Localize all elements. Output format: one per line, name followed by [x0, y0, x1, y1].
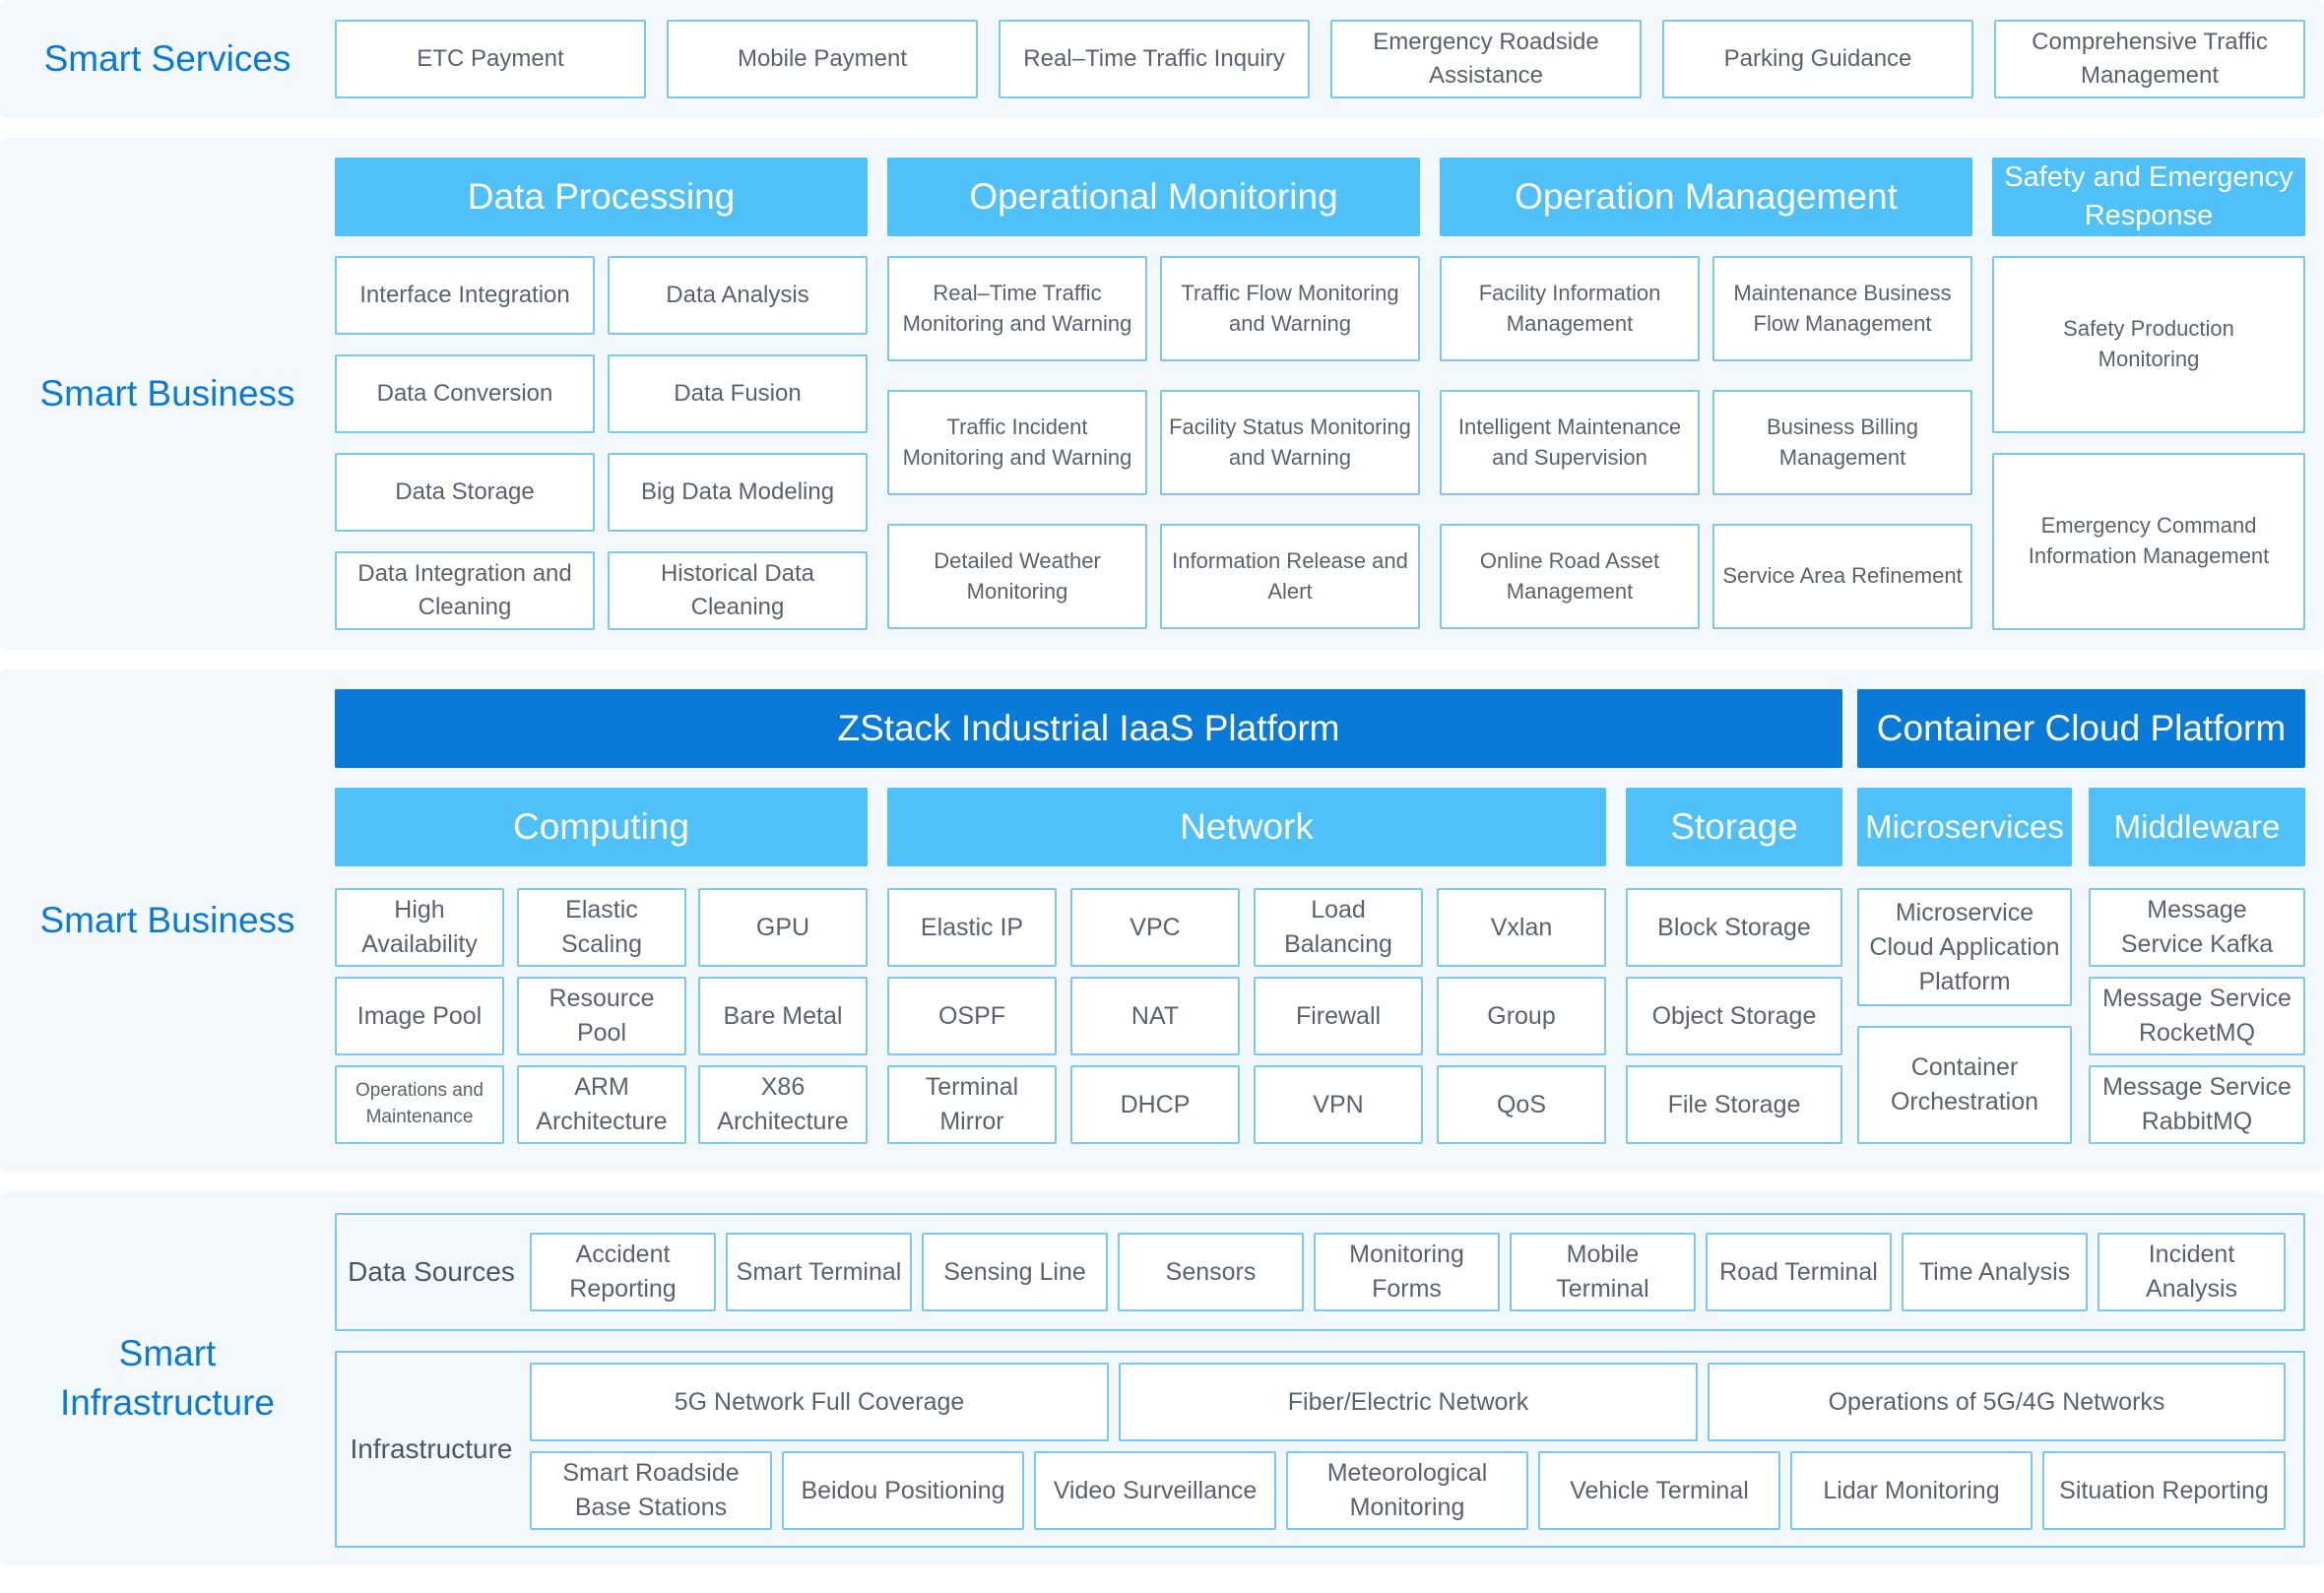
- network-item: Vxlan: [1437, 888, 1606, 967]
- data-processing-item: Interface Integration: [335, 256, 595, 335]
- smart-infrastructure-label: Smart Infrastructure: [60, 1333, 275, 1423]
- network-item: VPN: [1254, 1065, 1423, 1144]
- data-source-item: Smart Terminal: [726, 1233, 912, 1311]
- computing-item: High Availability: [335, 888, 504, 967]
- infrastructure-item: Smart Roadside Base Stations: [530, 1451, 772, 1530]
- computing-item: Resource Pool: [517, 977, 686, 1055]
- operational-monitoring-item: Traffic Flow Monitoring and Warning: [1160, 256, 1420, 361]
- data-source-item: Incident Analysis: [2098, 1233, 2286, 1311]
- computing-item: GPU: [698, 888, 868, 967]
- storage-item: File Storage: [1626, 1065, 1842, 1144]
- network-item: QoS: [1437, 1065, 1606, 1144]
- operational-monitoring-item: Detailed Weather Monitoring: [887, 524, 1147, 629]
- computing-item: ARM Architecture: [517, 1065, 686, 1144]
- microservices-header: Microservices: [1857, 788, 2072, 866]
- infrastructure-item: Meteorological Monitoring: [1286, 1451, 1528, 1530]
- infrastructure-item: Video Surveillance: [1034, 1451, 1276, 1530]
- computing-item: X86 Architecture: [698, 1065, 868, 1144]
- operation-management-header: Operation Management: [1440, 158, 1972, 236]
- storage-header: Storage: [1626, 788, 1842, 866]
- service-box: ETC Payment: [335, 20, 646, 98]
- network-item: Firewall: [1254, 977, 1423, 1055]
- smart-services-label: Smart Services: [43, 38, 291, 80]
- operation-management-item: Service Area Refinement: [1712, 524, 1972, 629]
- data-processing-item: Data Analysis: [608, 256, 868, 335]
- computing-header: Computing: [335, 788, 868, 866]
- operation-management-item: Online Road Asset Management: [1440, 524, 1700, 629]
- safety-emergency-header: Safety and Emergency Response: [1992, 158, 2305, 236]
- data-processing-item: Historical Data Cleaning: [608, 551, 868, 630]
- service-box: Comprehensive Traffic Management: [1994, 20, 2305, 98]
- data-source-item: Monitoring Forms: [1314, 1233, 1500, 1311]
- service-box: Mobile Payment: [667, 20, 978, 98]
- operational-monitoring-item: Facility Status Monitoring and Warning: [1160, 390, 1420, 495]
- network-item: NAT: [1070, 977, 1240, 1055]
- computing-item: Elastic Scaling: [517, 888, 686, 967]
- smart-business-platform-label: Smart Business: [39, 900, 295, 941]
- network-item: OSPF: [887, 977, 1057, 1055]
- storage-item: Object Storage: [1626, 977, 1842, 1055]
- network-item: Elastic IP: [887, 888, 1057, 967]
- network-item: VPC: [1070, 888, 1240, 967]
- network-item: Group: [1437, 977, 1606, 1055]
- operation-management-item: Facility Information Management: [1440, 256, 1700, 361]
- data-source-item: Sensing Line: [922, 1233, 1108, 1311]
- data-source-item: Road Terminal: [1706, 1233, 1892, 1311]
- iaas-platform-header: ZStack Industrial IaaS Platform: [335, 689, 1842, 768]
- infrastructure-item: Situation Reporting: [2042, 1451, 2286, 1530]
- service-box: Parking Guidance: [1662, 20, 1973, 98]
- operational-monitoring-item: Real–Time Traffic Monitoring and Warning: [887, 256, 1147, 361]
- infrastructure-item: Operations of 5G/4G Networks: [1708, 1363, 2286, 1441]
- data-processing-header: Data Processing: [335, 158, 868, 236]
- middleware-item: Message Service RocketMQ: [2089, 977, 2305, 1055]
- microservices-item: Container Orchestration: [1857, 1026, 2072, 1144]
- container-platform-header: Container Cloud Platform: [1857, 689, 2305, 768]
- network-item: Terminal Mirror: [887, 1065, 1057, 1144]
- computing-item: Bare Metal: [698, 977, 868, 1055]
- data-processing-item: Data Fusion: [608, 354, 868, 433]
- network-item: DHCP: [1070, 1065, 1240, 1144]
- network-header: Network: [887, 788, 1606, 866]
- data-sources-label: Data Sources: [348, 1256, 515, 1287]
- data-source-item: Time Analysis: [1902, 1233, 2088, 1311]
- middleware-item: Message Service Kafka: [2089, 888, 2305, 967]
- operational-monitoring-item: Traffic Incident Monitoring and Warning: [887, 390, 1147, 495]
- infrastructure-item: 5G Network Full Coverage: [530, 1363, 1109, 1441]
- data-processing-item: Data Conversion: [335, 354, 595, 433]
- computing-item: Image Pool: [335, 977, 504, 1055]
- service-box: Emergency Roadside Assistance: [1330, 20, 1642, 98]
- infrastructure-item: Fiber/Electric Network: [1119, 1363, 1698, 1441]
- storage-item: Block Storage: [1626, 888, 1842, 967]
- operation-management-item: Business Billing Management: [1712, 390, 1972, 495]
- operational-monitoring-header: Operational Monitoring: [887, 158, 1420, 236]
- smart-business-apps-label: Smart Business: [39, 373, 295, 414]
- middleware-header: Middleware: [2089, 788, 2305, 866]
- safety-item: Safety Production Monitoring: [1992, 256, 2305, 433]
- data-source-item: Sensors: [1118, 1233, 1304, 1311]
- operation-management-item: Intelligent Maintenance and Supervision: [1440, 390, 1700, 495]
- middleware-item: Message Service RabbitMQ: [2089, 1065, 2305, 1144]
- safety-item: Emergency Command Information Management: [1992, 453, 2305, 630]
- computing-item: Operations and Maintenance: [335, 1065, 504, 1144]
- data-source-item: Accident Reporting: [530, 1233, 716, 1311]
- data-source-item: Mobile Terminal: [1510, 1233, 1696, 1311]
- data-processing-item: Data Integration and Cleaning: [335, 551, 595, 630]
- service-box: Real–Time Traffic Inquiry: [999, 20, 1310, 98]
- network-item: Load Balancing: [1254, 888, 1423, 967]
- data-processing-item: Big Data Modeling: [608, 453, 868, 532]
- data-processing-item: Data Storage: [335, 453, 595, 532]
- microservices-item: Microservice Cloud Application Platform: [1857, 888, 2072, 1006]
- operational-monitoring-item: Information Release and Alert: [1160, 524, 1420, 629]
- infrastructure-item: Lidar Monitoring: [1790, 1451, 2033, 1530]
- infrastructure-item: Beidou Positioning: [782, 1451, 1024, 1530]
- infrastructure-item: Vehicle Terminal: [1538, 1451, 1780, 1530]
- infrastructure-label: Infrastructure: [350, 1434, 513, 1464]
- operation-management-item: Maintenance Business Flow Management: [1712, 256, 1972, 361]
